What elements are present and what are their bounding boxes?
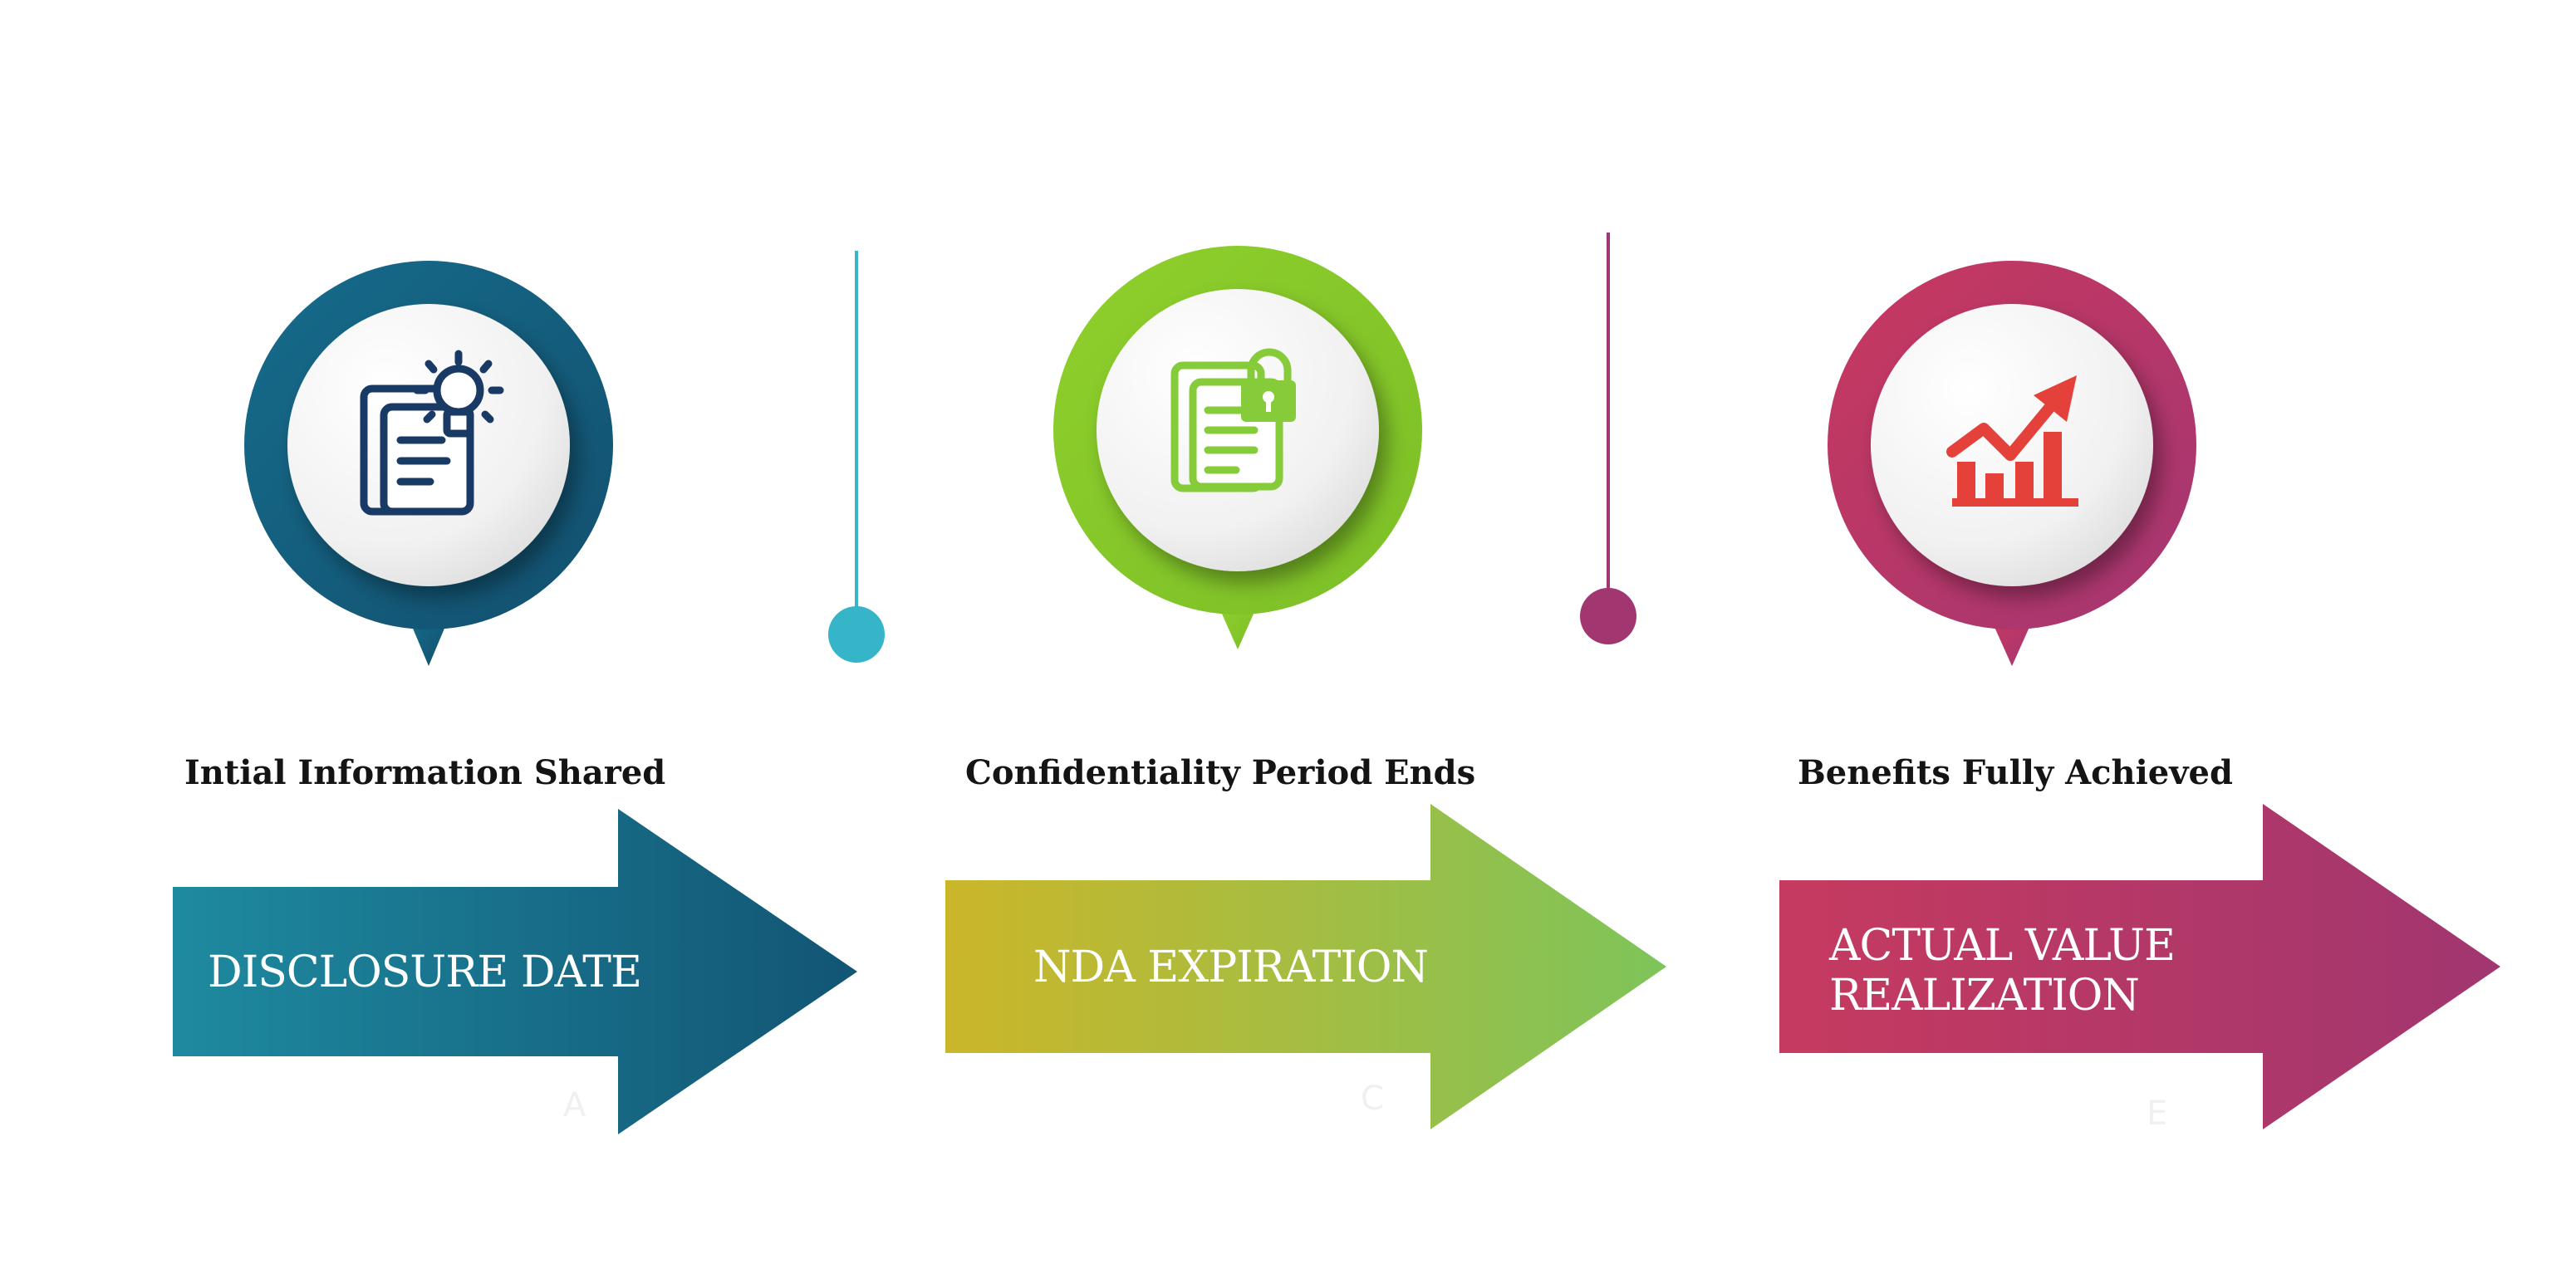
- connector-1: [828, 251, 885, 663]
- stage-nda-arrow: [945, 804, 1666, 1129]
- stage-value: Benefits Fully Achieved ACTUAL VALUE REA…: [1779, 261, 2500, 1133]
- stage-value-caption: Benefits Fully Achieved: [1798, 753, 2233, 792]
- stage-nda: Confidentiality Period Ends NDA EXPIRATI…: [945, 246, 1666, 1129]
- stage-disclosure-letter: A: [563, 1086, 586, 1124]
- stage-disclosure-badge: [244, 261, 613, 666]
- stage-value-label-line-2: REALIZATION: [1829, 971, 2139, 1021]
- stage-value-letter: E: [2147, 1095, 2167, 1133]
- connector-2: [1580, 233, 1636, 644]
- stage-nda-pointer: [1218, 605, 1258, 649]
- stage-disclosure: Intial Information Shared DISCLOSURE DAT…: [173, 261, 857, 1134]
- stage-nda-label: NDA EXPIRATION: [1033, 943, 1428, 992]
- stage-value-badge: [1828, 261, 2196, 666]
- stage-disclosure-arrow: [173, 809, 857, 1134]
- stage-nda-badge: [1053, 246, 1422, 649]
- stage-value-pointer: [1990, 618, 2034, 666]
- stage-disclosure-caption: Intial Information Shared: [184, 753, 665, 792]
- connector-2-dot: [1580, 588, 1636, 644]
- stage-value-arrow: [1779, 804, 2500, 1129]
- stage-nda-letter: C: [1361, 1080, 1384, 1118]
- stage-value-label-line-1: ACTUAL VALUE: [1828, 921, 2175, 971]
- stage-value-label: ACTUAL VALUE REALIZATION: [1828, 921, 2187, 1021]
- stage-nda-caption: Confidentiality Period Ends: [965, 753, 1475, 792]
- document-lock-icon: [1170, 348, 1296, 492]
- connector-1-dot: [828, 606, 885, 663]
- document-lightbulb-icon: [360, 350, 504, 516]
- growth-chart-icon: [1946, 375, 2078, 507]
- stage-disclosure-label: DISCLOSURE DATE: [208, 948, 641, 997]
